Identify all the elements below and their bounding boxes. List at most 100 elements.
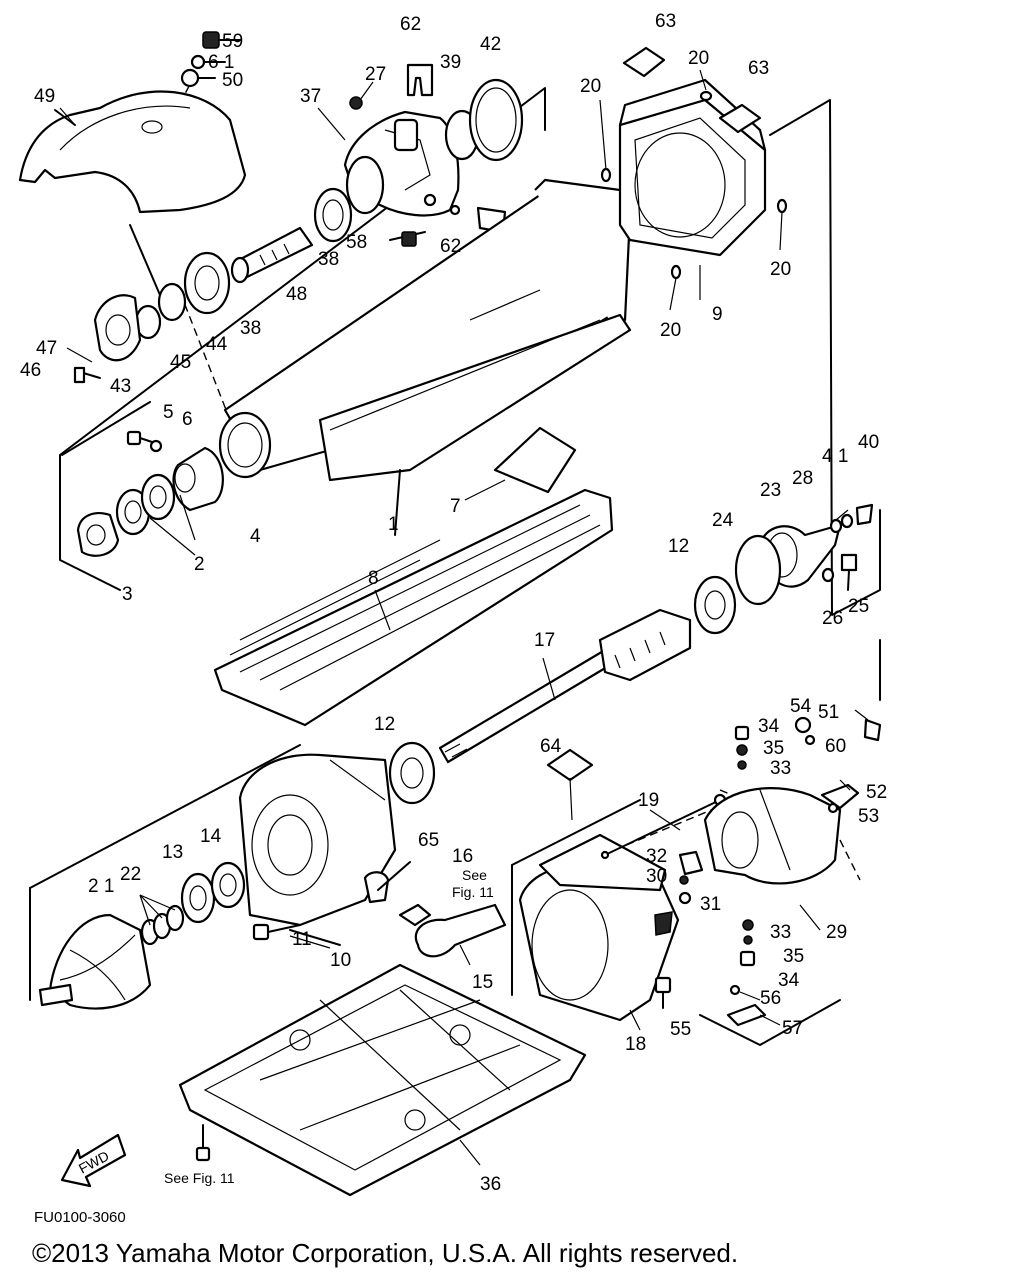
callout-50: 50 (222, 70, 243, 91)
fwd-arrow-icon (60, 1133, 127, 1188)
callout-63b: 63 (748, 58, 769, 79)
callout-47: 47 (36, 338, 57, 359)
callout-61: 6 1 (208, 52, 234, 73)
callout-36: 36 (480, 1174, 501, 1195)
part-17-driveshaft (438, 608, 692, 764)
part-34-35-33-upper-hardware (734, 725, 750, 770)
part-49-cover (18, 90, 247, 296)
part-22-rings (140, 904, 185, 946)
see-fig-16-line2: Fig. 11 (452, 884, 494, 900)
copyright-notice: ©2013 Yamaha Motor Corporation, U.S.A. A… (32, 1238, 739, 1268)
callout-23: 23 (760, 480, 781, 501)
callout-12a: 12 (668, 536, 689, 557)
callout-63a: 63 (655, 11, 676, 32)
callout-64: 64 (540, 736, 562, 757)
part-29-deflector (703, 787, 842, 885)
callout-12b: 12 (374, 714, 395, 735)
part-2-bearings (115, 473, 176, 536)
callout-34b: 34 (778, 970, 800, 991)
callout-11: 11 (292, 929, 312, 950)
callout-49: 49 (34, 86, 55, 107)
part-37-housing (343, 96, 461, 217)
callout-21: 2 1 (88, 876, 114, 897)
part-10-pump-case (238, 753, 397, 927)
callout-33b: 33 (770, 922, 791, 943)
callout-54: 54 (790, 696, 812, 717)
callout-5: 5 (163, 402, 174, 423)
part-36-ride-plate (178, 963, 587, 1197)
callout-38b: 38 (240, 318, 261, 339)
callout-35a: 35 (763, 738, 784, 759)
part-46-47-screw (73, 366, 101, 384)
callout-55: 55 (670, 1019, 691, 1040)
callout-43: 43 (110, 376, 131, 397)
callout-56: 56 (760, 988, 781, 1009)
part-19-rod (600, 793, 727, 860)
callout-1: 1 (388, 514, 399, 535)
callout-25: 25 (848, 596, 869, 617)
part-38-bearing-lower (183, 251, 231, 315)
part-1-duct (218, 178, 632, 536)
callout-65: 65 (418, 830, 439, 851)
callout-59: 59 (222, 31, 243, 52)
drawing-code: FU0100-3060 (34, 1209, 126, 1226)
part-9-frame (618, 78, 767, 257)
callout-38a: 38 (318, 249, 339, 270)
part-63-pad-b (718, 103, 762, 134)
callout-4: 4 (250, 526, 261, 547)
part-55-bolt (654, 976, 672, 1009)
callout-58: 58 (346, 232, 367, 253)
part-4-sleeve (172, 446, 224, 512)
callout-14: 14 (200, 826, 222, 847)
part-58-bolt (389, 231, 426, 247)
part-48-shaft (230, 226, 314, 284)
part-32-30-31-hardware (678, 850, 704, 905)
callout-6: 6 (182, 409, 193, 430)
callout-20b: 20 (688, 48, 709, 69)
leader-lines (59, 69, 869, 1166)
callout-29: 29 (826, 922, 847, 943)
callout-31: 31 (700, 894, 721, 915)
callout-20a: 20 (580, 76, 601, 97)
part-43-housing (93, 294, 142, 362)
part-38-bearing-upper (313, 187, 353, 243)
part-56-57-hardware (726, 984, 767, 1027)
part-54-51-60-52-53-linkage (794, 716, 882, 814)
callout-62b: 62 (440, 236, 461, 257)
exploded-parts-diagram: 59 6 1 50 49 62 27 39 42 37 63 20 20 63 … (18, 11, 887, 1226)
part-11-bolt (252, 923, 341, 946)
callout-62a: 62 (400, 14, 421, 35)
part-21-impeller (38, 913, 152, 1010)
see-fig-bottom: See Fig. 11 (164, 1170, 235, 1186)
callout-18: 18 (625, 1034, 646, 1055)
callout-51: 51 (818, 702, 839, 723)
callout-20d: 20 (660, 320, 681, 341)
part-15-hose (414, 903, 507, 958)
part-24-o-ring (734, 534, 782, 606)
part-62-clip-top (406, 63, 434, 97)
part-3-cap (76, 512, 120, 557)
callout-35b: 35 (783, 946, 804, 967)
part-42-ring (468, 78, 524, 162)
callout-15: 15 (472, 972, 493, 993)
part-64-pad (546, 748, 594, 782)
callout-34a: 34 (758, 716, 780, 737)
callout-7: 7 (450, 496, 461, 517)
callout-28: 28 (792, 468, 813, 489)
callout-33a: 33 (770, 758, 791, 779)
bottom-bolt (195, 1124, 211, 1162)
callout-48: 48 (286, 284, 307, 305)
callout-52: 52 (866, 782, 887, 803)
part-14-seal (210, 861, 246, 909)
callout-9: 9 (712, 304, 723, 325)
callout-30: 30 (646, 866, 667, 887)
callout-41: 4 1 (822, 446, 848, 467)
part-5-6-bolt-washer (126, 430, 163, 453)
callout-27: 27 (365, 64, 386, 85)
callout-45: 45 (170, 352, 191, 373)
callout-22: 22 (120, 864, 141, 885)
callout-20c: 20 (770, 259, 791, 280)
callout-39: 39 (440, 52, 461, 73)
callout-53: 53 (858, 806, 879, 827)
callout-16: 16 (452, 846, 473, 867)
